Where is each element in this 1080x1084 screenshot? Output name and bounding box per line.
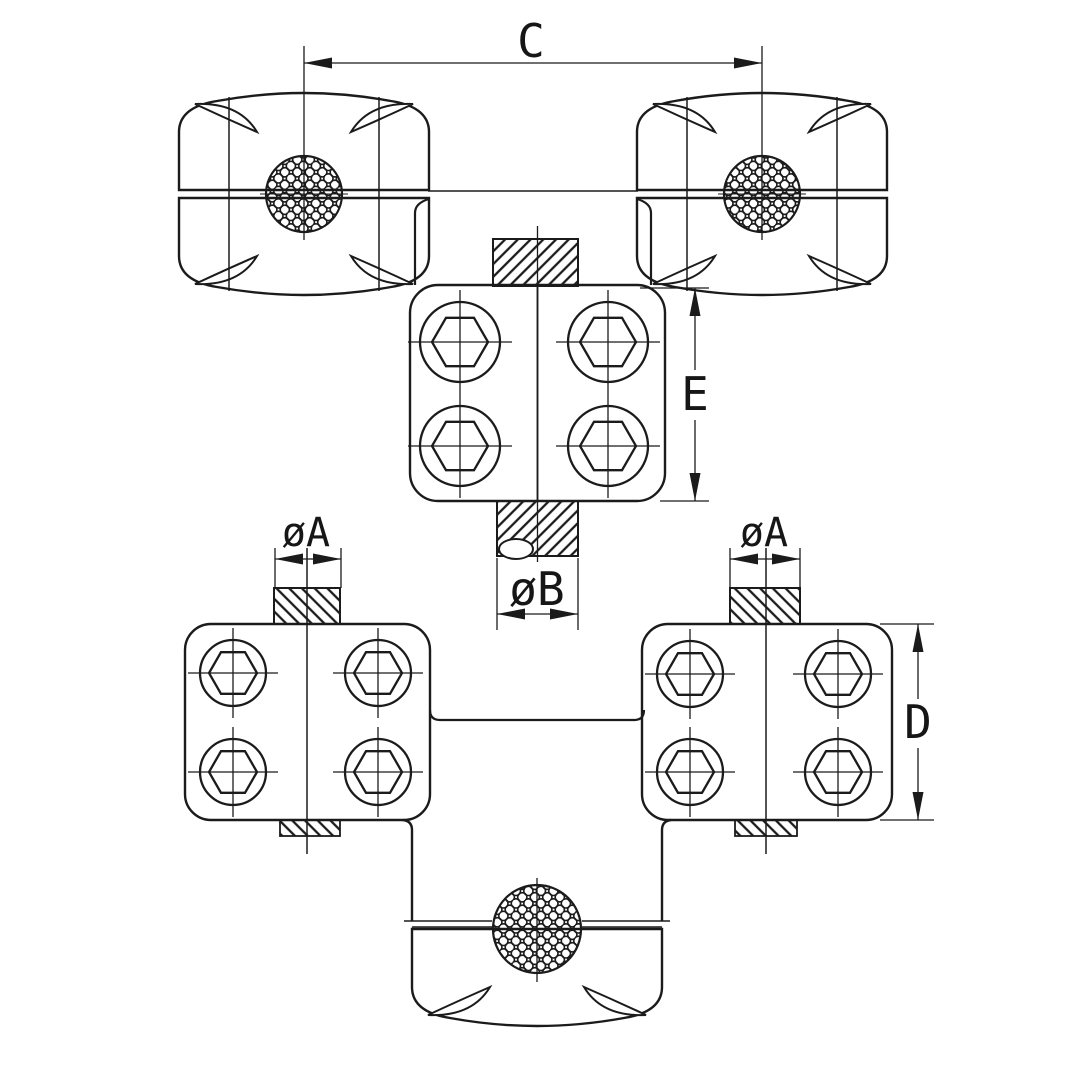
conductor-end-ellipse bbox=[498, 538, 534, 560]
dimension-phi-a-left: øA bbox=[274, 510, 342, 588]
dimension-d: D bbox=[880, 623, 934, 821]
bottom-cable-clamp bbox=[402, 818, 672, 1026]
dimension-label-e: E bbox=[681, 367, 709, 421]
dimension-phi-a-right: øA bbox=[729, 510, 801, 588]
dimension-e: E bbox=[640, 287, 709, 502]
top-connecting-web bbox=[413, 190, 653, 285]
dimension-label-phi-a-left: øA bbox=[282, 510, 330, 556]
dimension-label-phi-a-right: øA bbox=[740, 510, 788, 556]
tap-conductor-section-top bbox=[492, 238, 579, 287]
dimension-c: C bbox=[304, 14, 762, 69]
dimension-label-phi-b: øB bbox=[509, 562, 564, 616]
lower-connecting-web bbox=[428, 709, 646, 722]
lower-right-bolt-block bbox=[640, 622, 894, 822]
center-bolt-block bbox=[406, 283, 667, 503]
dimension-phi-b: øB bbox=[496, 558, 579, 630]
dimension-label-c: C bbox=[517, 14, 545, 68]
dimension-label-d: D bbox=[904, 695, 932, 749]
